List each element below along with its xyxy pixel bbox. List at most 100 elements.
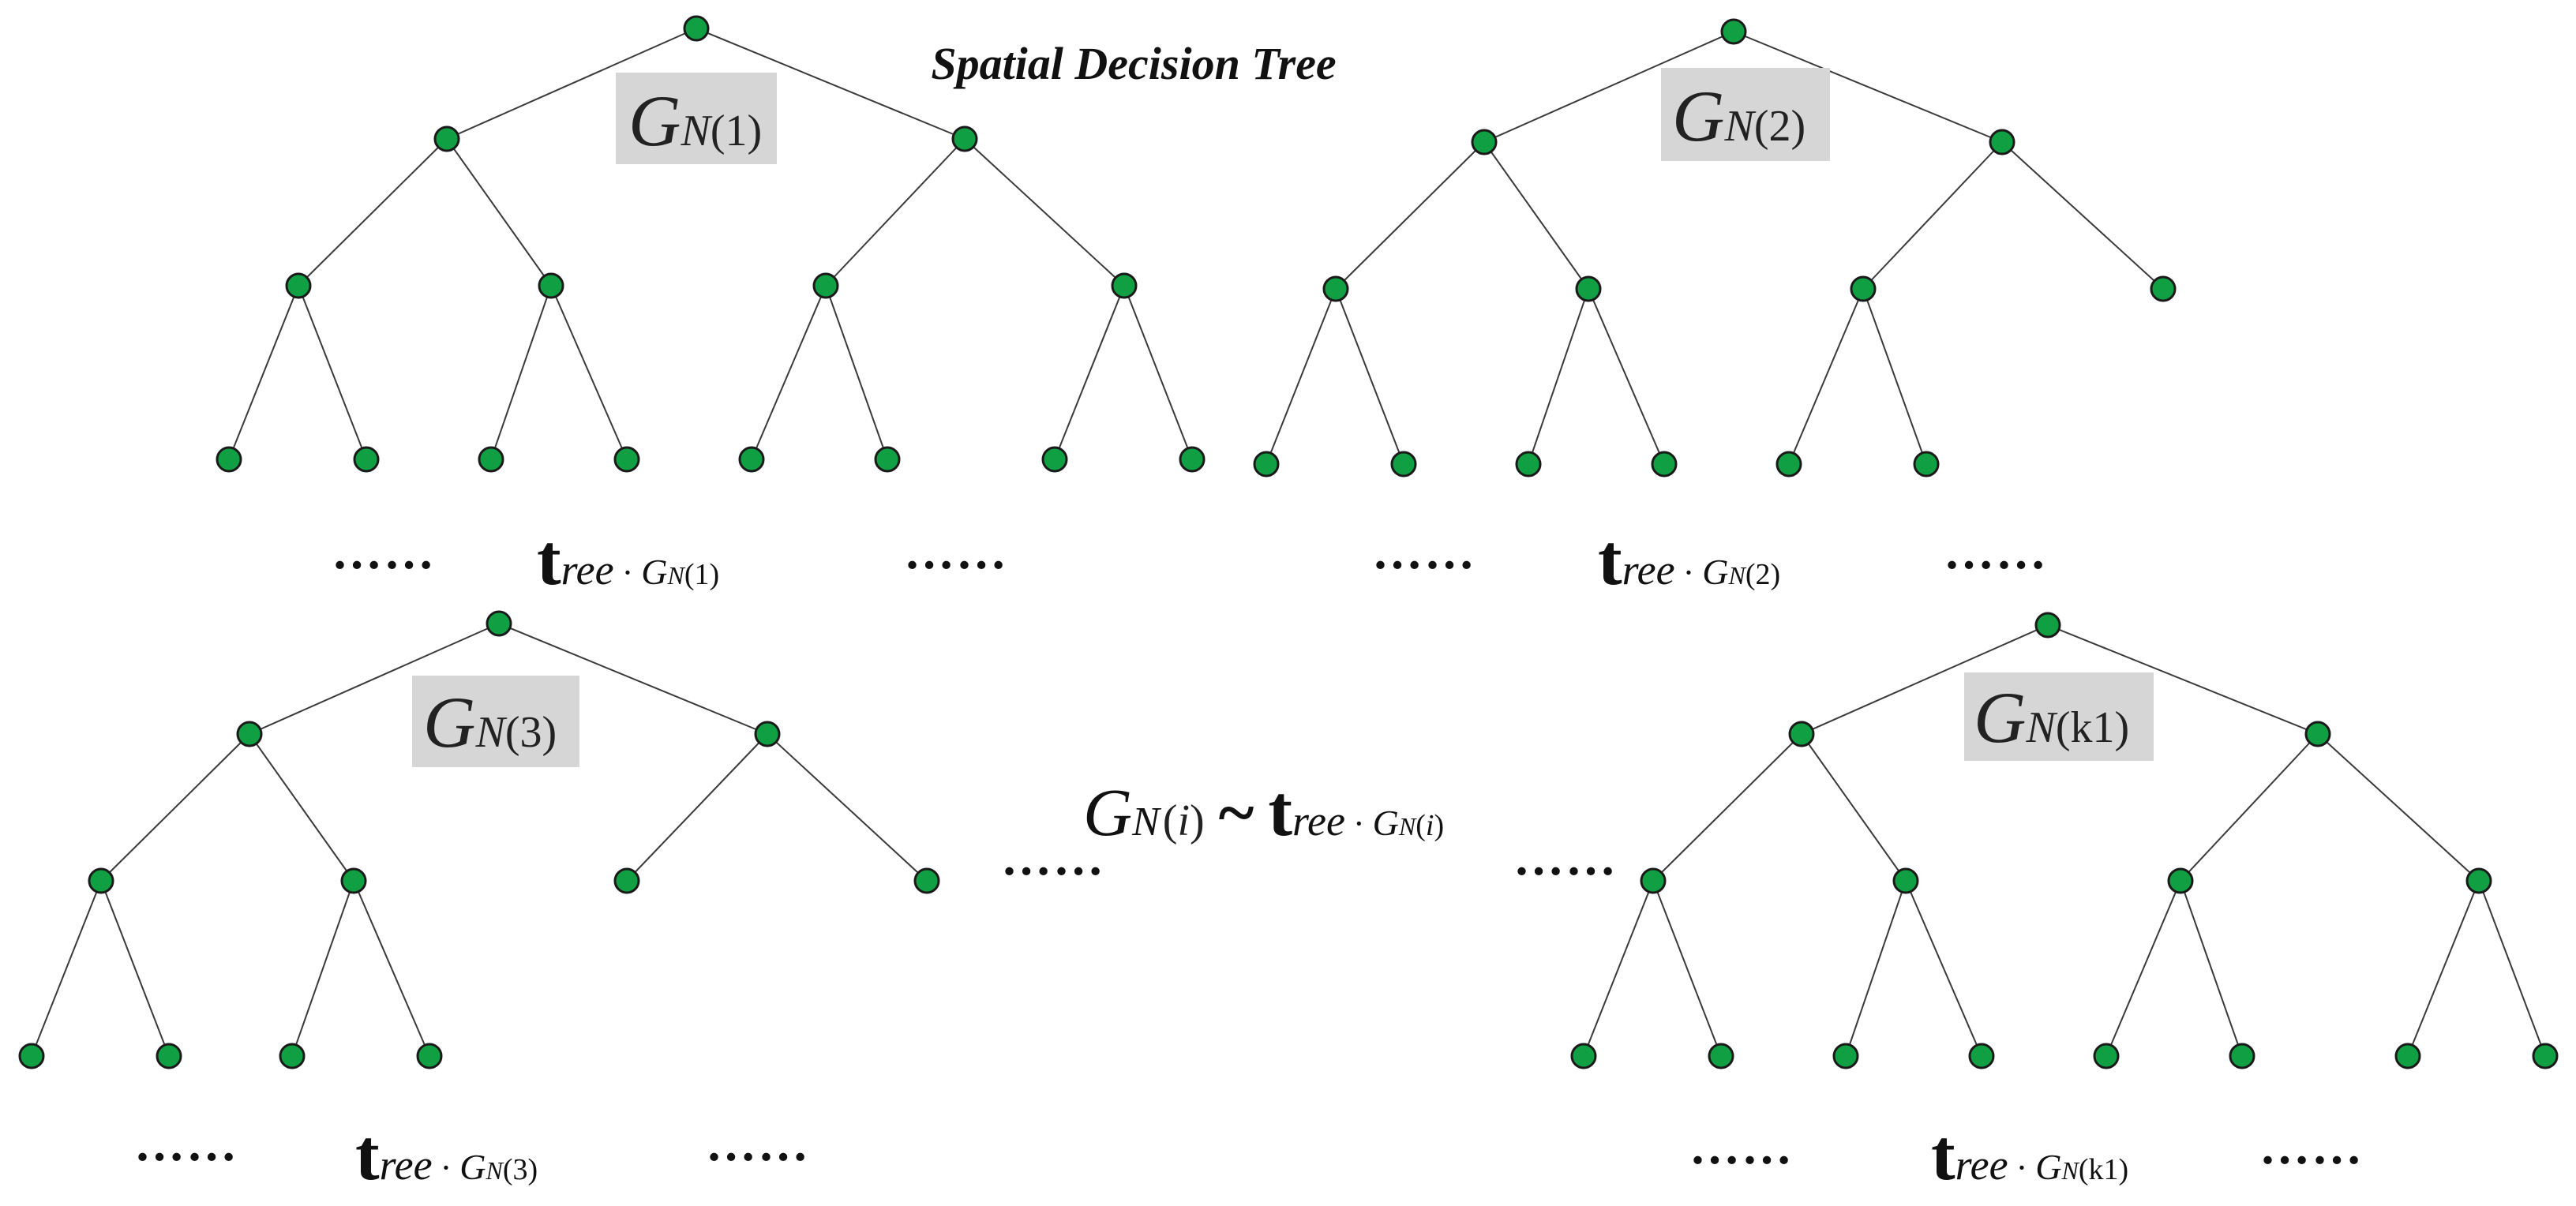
tree-2-node-l6 [1913, 451, 1940, 478]
svg-text:GN(1): GN(1) [628, 81, 762, 161]
tree-3-edge [498, 623, 768, 735]
label-index: 3 [519, 708, 542, 757]
tree-2-node-a2 [1575, 275, 1602, 302]
tree-1-edge [446, 28, 697, 140]
tree-k1-edge [2317, 733, 2480, 882]
diagram-title: Spatial Decision Tree [931, 38, 1336, 89]
tree-3-node-b1 [613, 867, 640, 894]
tree-k1-node-b1 [2167, 867, 2194, 894]
tree-k1-node-a1 [1640, 867, 1667, 894]
tree-3-node-b [754, 721, 781, 747]
tree-2-edge [2001, 141, 2164, 290]
label-index: k1 [2070, 703, 2114, 752]
ellipsis: …… [904, 523, 1008, 579]
ellipsis: …… [134, 1115, 238, 1171]
tree-k1-node-b2 [2465, 867, 2492, 894]
tree-2-node-a1 [1322, 275, 1349, 302]
tree-2-edge [1862, 141, 2003, 290]
tree-2-edge [1788, 288, 1864, 465]
tree-k1-edge [2478, 880, 2546, 1057]
tree-k1-node-b [2304, 721, 2331, 747]
tree-2-edge [1862, 288, 1927, 465]
tree-2-edge [1335, 141, 1485, 290]
tree-k1-node-l1 [1570, 1043, 1597, 1069]
tree-2-node-b2 [2150, 275, 2177, 302]
relation-formula: GN(i)~tree·GN(i) [1083, 770, 1444, 851]
tree-k1-edge [1801, 733, 1907, 882]
tree-k1-edge [2180, 733, 2319, 882]
tree-2-edge [1266, 288, 1337, 465]
tree-2-node-l3 [1515, 451, 1542, 478]
ellipsis: …… [2259, 1118, 2364, 1174]
tree-3-node-a [236, 721, 263, 747]
tree-k1-node-a2 [1892, 867, 1919, 894]
tree-3-edge [31, 880, 102, 1057]
tree-k1-edge [2407, 880, 2480, 1057]
tree-formula-3: tree·GN(3) [355, 1114, 538, 1195]
tree-2-edge [1483, 141, 1589, 290]
ellipsis: …… [1001, 830, 1105, 886]
tree-1-edge [490, 285, 552, 460]
tree-1-edge [751, 285, 827, 460]
tree-k1-node-r [2034, 612, 2061, 639]
tree-2-node-l2 [1390, 451, 1417, 478]
ellipsis: …… [332, 523, 436, 579]
tree-1-edge [696, 28, 966, 140]
tree-3-node-l2 [156, 1043, 182, 1069]
tree-formula-2: tree·GN(2) [1598, 519, 1780, 600]
tree-3-edge [767, 733, 928, 882]
tree-1-edge [228, 285, 299, 460]
ellipsis: …… [1513, 830, 1618, 886]
tree-k1-edge [2180, 880, 2243, 1057]
tree-1-node-l1 [216, 446, 242, 473]
tree-formula-1: tree·GN(1) [537, 519, 719, 600]
tree-k1-edge [1652, 733, 1802, 882]
tree-1-node-l3 [478, 446, 504, 473]
tree-3-edge [626, 733, 768, 882]
tree-1-node-b [951, 125, 978, 152]
ellipsis: …… [1372, 523, 1476, 579]
tree-2-node-l5 [1775, 451, 1802, 478]
tree-2-edge [1335, 288, 1404, 465]
label-g: G [628, 81, 681, 161]
tree-3-edge [100, 880, 170, 1057]
tree-1-edge [1054, 285, 1125, 460]
svg-text:GN(k1): GN(k1) [1974, 677, 2129, 758]
tree-1-node-l5 [738, 446, 765, 473]
tree-k1-node-l6 [2229, 1043, 2255, 1069]
label-index: 2 [1768, 102, 1790, 151]
tree-1-node-l8 [1179, 446, 1206, 473]
tree-3-edge [100, 733, 250, 882]
tree-3-edge [353, 880, 430, 1057]
tree-2-node-b [1989, 129, 2015, 155]
tree-1-node-b2 [1111, 272, 1138, 299]
tree-2-edge [1483, 31, 1734, 143]
ellipsis: …… [1689, 1118, 1794, 1174]
tree-1-node-r [683, 15, 710, 42]
label-box-tree-2: GN(2) [1661, 68, 1830, 161]
tree-2-edge [1733, 31, 2003, 143]
tree-1-node-l7 [1041, 446, 1068, 473]
tree-1-node-b1 [812, 272, 839, 299]
tree-3-node-l4 [416, 1043, 443, 1069]
tree-2-node-l4 [1651, 451, 1678, 478]
tree-1-edge [446, 138, 552, 287]
tree-2-node-r [1720, 18, 1747, 45]
tree-3-edge [291, 880, 354, 1057]
tree-k1-node-l5 [2093, 1043, 2120, 1069]
tree-1-edge [550, 285, 628, 460]
tree-2-node-l1 [1253, 451, 1280, 478]
svg-text:GN(3): GN(3) [423, 682, 557, 762]
label-index: 1 [725, 107, 747, 155]
tree-nodes [18, 15, 2559, 1069]
ellipsis: …… [706, 1115, 810, 1171]
svg-text:GN(2): GN(2) [1672, 76, 1805, 156]
tree-edges [31, 28, 2546, 1057]
tree-3-node-r [486, 610, 512, 637]
tree-k1-node-l8 [2532, 1043, 2559, 1069]
tree-1-edge [825, 138, 966, 287]
tree-2-node-b1 [1850, 275, 1877, 302]
label-box-tree-3: GN(3) [412, 676, 579, 767]
